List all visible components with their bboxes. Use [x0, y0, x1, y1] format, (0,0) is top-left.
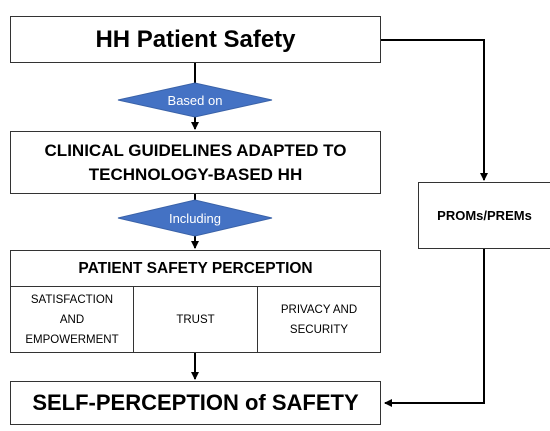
privacy-line-1: PRIVACY AND [280, 303, 358, 316]
proms-prems-label: PROMs/PREMs [437, 208, 532, 223]
privacy-line-2: SECURITY [289, 323, 349, 336]
arrow-proms-to-self [384, 249, 485, 407]
trust-label: TRUST [176, 313, 215, 326]
self-perception-box: SELF-PERCEPTION of SAFETY [10, 381, 381, 425]
including-label: Including [168, 210, 222, 226]
trust-cell: TRUST [134, 287, 258, 352]
patient-safety-perception-box: PATIENT SAFETY PERCEPTION SATISFACTION A… [10, 250, 381, 353]
clinical-guidelines-line-1: CLINICAL GUIDELINES ADAPTED TO [44, 140, 347, 160]
including-diamond [117, 199, 273, 237]
clinical-guidelines-box: CLINICAL GUIDELINES ADAPTED TO TECHNOLOG… [10, 131, 381, 194]
hh-patient-safety-box: HH Patient Safety [10, 16, 381, 63]
satisfaction-line-1: SATISFACTION [30, 293, 114, 306]
satisfaction-line-2: AND [59, 313, 85, 326]
patient-safety-perception-title: PATIENT SAFETY PERCEPTION [11, 251, 380, 287]
arrow-top-to-proms [381, 39, 488, 181]
proms-prems-box: PROMs/PREMs [418, 182, 550, 249]
satisfaction-empowerment-cell: SATISFACTION AND EMPOWERMENT [11, 287, 134, 352]
clinical-guidelines-line-2: TECHNOLOGY-BASED HH [88, 164, 303, 184]
based-on-label: Based on [167, 92, 223, 108]
based-on-diamond [117, 82, 273, 118]
self-perception-label: SELF-PERCEPTION of SAFETY [32, 390, 359, 415]
hh-patient-safety-label: HH Patient Safety [95, 25, 296, 53]
satisfaction-line-3: EMPOWERMENT [25, 333, 119, 346]
privacy-security-cell: PRIVACY AND SECURITY [258, 287, 380, 352]
